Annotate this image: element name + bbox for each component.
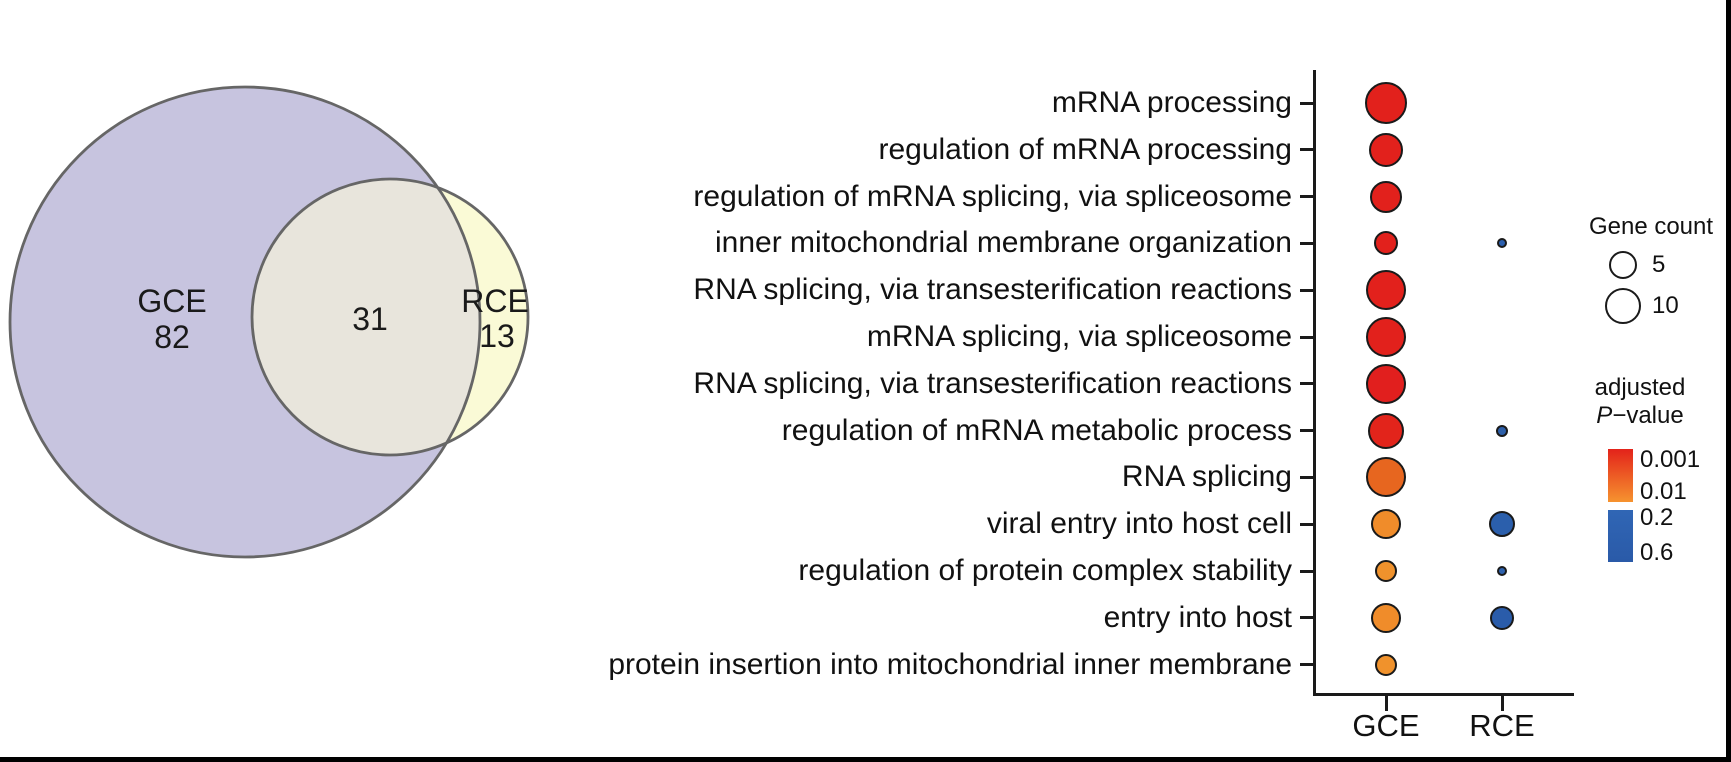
y-axis-tick <box>1300 475 1314 479</box>
category-label: mRNA processing <box>1051 86 1292 119</box>
y-axis-tick <box>1300 288 1314 292</box>
y-axis-tick <box>1300 335 1314 339</box>
y-axis-tick <box>1300 616 1314 620</box>
category-label: regulation of mRNA splicing, via spliceo… <box>693 179 1292 213</box>
legend-circle-box <box>1600 251 1646 279</box>
y-axis-line <box>1313 70 1316 695</box>
frame-bottom-bar <box>0 757 1731 762</box>
dot-gce-row12 <box>1371 602 1401 633</box>
dot-gce-row11 <box>1375 560 1397 582</box>
dot-gce-row1 <box>1365 82 1407 124</box>
y-axis-tick <box>1300 101 1314 105</box>
pvalue-cool-bar <box>1608 510 1633 562</box>
venn-gce-count: 82 <box>154 319 190 355</box>
dot-gce-row6 <box>1366 317 1406 357</box>
venn-circle-gce-outline <box>8 85 482 559</box>
gene-count-10-label: 10 <box>1652 292 1679 319</box>
y-axis-tick <box>1300 569 1314 573</box>
gene-count-legend-title: Gene count <box>1588 213 1714 240</box>
category-label: regulation of mRNA processing <box>878 132 1292 166</box>
gene-count-legend-entry-10: 10 <box>1600 284 1730 328</box>
dot-gce-row2 <box>1369 132 1403 167</box>
pvalue-tick-02: 0.2 <box>1640 504 1674 531</box>
venn-overlap-fill <box>252 179 480 455</box>
gene-count-5-circle-icon <box>1609 251 1637 279</box>
venn-overlap-count: 31 <box>352 301 388 337</box>
gene-count-legend-entry-5: 5 <box>1600 243 1730 287</box>
x-axis-label-gce: GCE <box>1352 708 1420 743</box>
category-label: RNA splicing, via transesterification re… <box>693 273 1292 307</box>
dot-gce-row8 <box>1368 412 1404 449</box>
x-axis-tick-rce <box>1500 695 1504 711</box>
venn-gce-label: GCE <box>137 283 206 319</box>
y-axis-tick <box>1300 663 1314 667</box>
venn-rce-count: 13 <box>479 318 515 354</box>
dot-rce-row11 <box>1497 566 1507 576</box>
y-axis-tick <box>1300 195 1314 199</box>
y-axis-tick <box>1300 148 1314 152</box>
category-label: inner mitochondrial membrane organizatio… <box>715 226 1292 260</box>
pvalue-tick-0001: 0.001 <box>1640 446 1701 473</box>
category-label: regulation of protein complex stability <box>798 554 1292 587</box>
category-label: RNA splicing <box>1121 460 1292 494</box>
pvalue-title-rest: −value <box>1612 402 1684 429</box>
dot-rce-row4 <box>1497 238 1507 249</box>
dot-gce-row5 <box>1366 270 1406 311</box>
dot-gce-row9 <box>1366 457 1406 498</box>
pvalue-legend-title-line1: adjusted <box>1594 374 1686 401</box>
x-axis-label-rce: RCE <box>1469 708 1535 743</box>
category-label: viral entry into host cell <box>986 507 1292 541</box>
y-axis-tick <box>1300 522 1314 526</box>
dot-gce-row3 <box>1370 180 1402 213</box>
pvalue-legend-title-line2: P−value <box>1560 402 1720 430</box>
pvalue-tick-001: 0.01 <box>1640 478 1687 505</box>
x-axis-line <box>1313 693 1574 696</box>
pvalue-tick-06: 0.6 <box>1640 539 1674 566</box>
dot-gce-row7 <box>1366 363 1406 404</box>
y-axis-tick <box>1300 429 1314 433</box>
category-label: RNA splicing, via transesterification re… <box>693 366 1292 400</box>
y-axis-tick <box>1300 241 1314 245</box>
dot-rce-row10 <box>1489 511 1515 538</box>
dot-rce-row8 <box>1496 424 1508 437</box>
venn-rce-label: RCE <box>461 283 529 319</box>
y-axis-tick <box>1300 382 1314 386</box>
dot-gce-row13 <box>1375 653 1397 676</box>
venn-circle-rce-outline <box>250 177 530 457</box>
category-label: entry into host <box>1103 600 1292 634</box>
venn-diagram: GCE 82 31 RCE 13 <box>8 85 530 559</box>
category-label: regulation of mRNA metabolic process <box>781 413 1292 447</box>
gene-count-5-label: 5 <box>1652 251 1666 278</box>
pvalue-hot-bar <box>1608 449 1633 502</box>
gene-count-10-circle-icon <box>1605 288 1641 324</box>
frame-right-bar <box>1726 0 1731 762</box>
dot-gce-row4 <box>1374 231 1398 256</box>
legend-circle-box <box>1600 288 1646 324</box>
dot-rce-row12 <box>1490 605 1514 630</box>
pvalue-italic-p: P <box>1596 402 1613 429</box>
dot-gce-row10 <box>1371 509 1401 540</box>
category-label: protein insertion into mitochondrial inn… <box>608 647 1292 681</box>
category-label: mRNA splicing, via spliceosome <box>866 320 1292 353</box>
x-axis-tick-gce <box>1384 695 1388 711</box>
